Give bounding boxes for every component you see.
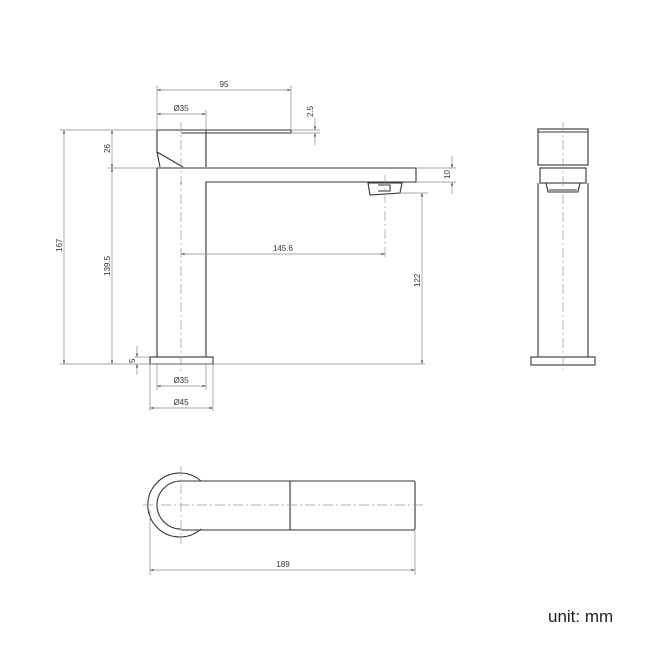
dim-122: 122 <box>413 273 422 287</box>
lever-body <box>156 129 207 168</box>
dim-189: 189 <box>276 560 290 569</box>
front-dimensions: 95 Ø35 2.5 26 167 139.5 145.6 122 10 5 Ø… <box>55 80 456 411</box>
dim-145-6: 145.6 <box>273 244 294 253</box>
base-plate <box>149 356 214 365</box>
dim-5: 5 <box>128 358 137 363</box>
lever-handle <box>181 129 292 134</box>
dim-body-diameter: Ø35 <box>173 376 189 385</box>
dim-139-5: 139.5 <box>103 255 112 276</box>
dim-base-diameter: Ø45 <box>173 398 189 407</box>
top-view: 189 <box>143 466 425 575</box>
dim-2-5: 2.5 <box>306 105 315 117</box>
spout-and-body <box>156 167 417 357</box>
dim-10: 10 <box>443 170 452 179</box>
dim-167: 167 <box>55 238 64 252</box>
dim-95: 95 <box>220 80 229 89</box>
dim-26: 26 <box>103 144 112 153</box>
spout-top <box>181 480 416 531</box>
dim-lever-diameter: Ø35 <box>173 104 189 113</box>
unit-label: unit: mm <box>548 607 614 626</box>
side-view <box>530 122 596 370</box>
side-body <box>537 183 589 357</box>
